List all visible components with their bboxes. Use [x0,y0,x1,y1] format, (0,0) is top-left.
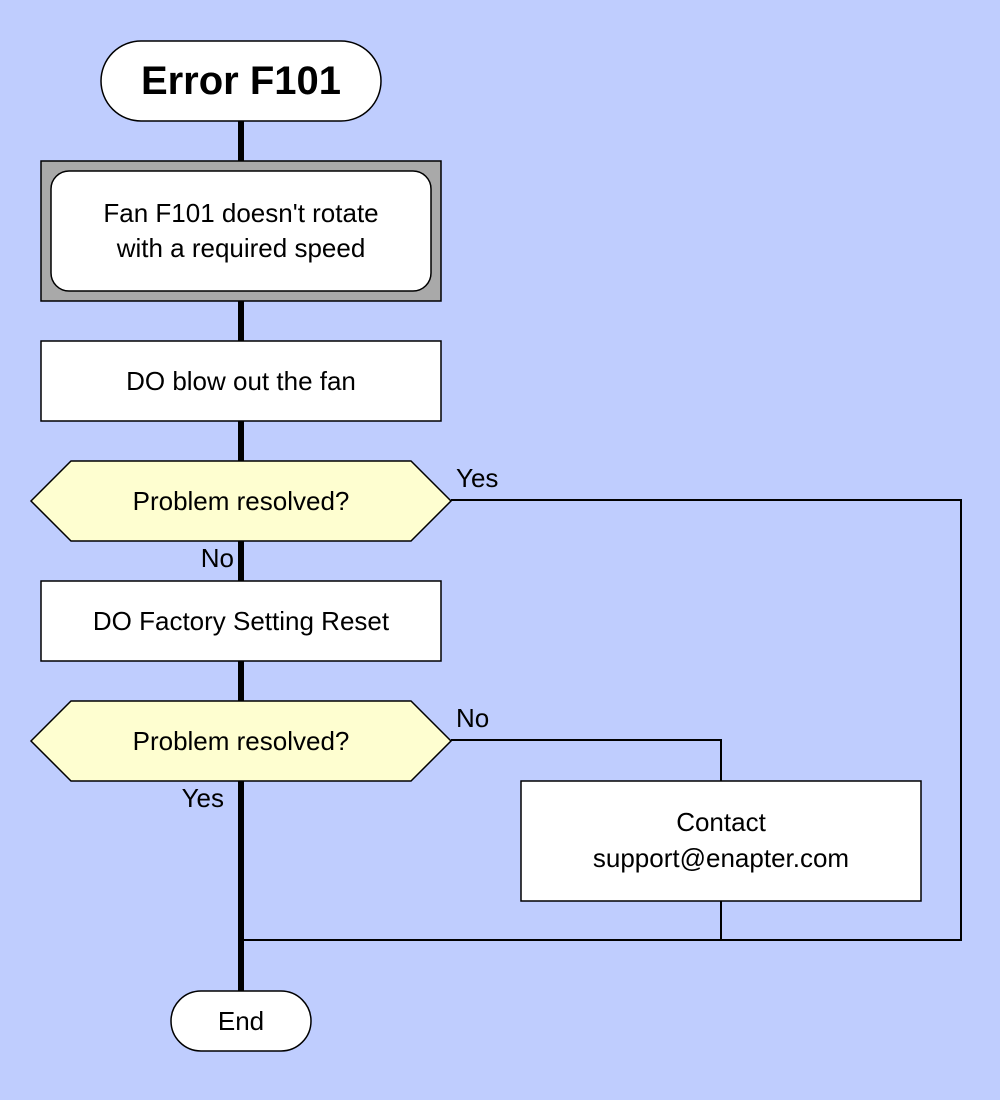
decision-2-yes-label: Yes [182,783,224,813]
decision-2-label: Problem resolved? [133,726,350,756]
contact-support-box: Contact support@enapter.com [520,780,922,902]
end-terminator: End [170,990,312,1052]
no-branch-line [451,739,722,781]
issue-line-2: with a required speed [116,233,366,263]
decision-1-label: Problem resolved? [133,486,350,516]
step-blow-out-fan-label: DO blow out the fan [126,366,356,396]
decision-2: Problem resolved? No Yes [29,700,489,813]
end-label: End [218,1006,264,1036]
decision-1: Problem resolved? Yes No [29,460,498,573]
decision-2-no-label: No [456,703,489,733]
start-label: Error F101 [141,59,341,103]
contact-line-1: Contact [676,807,766,837]
contact-line-2: support@enapter.com [593,843,849,873]
step-blow-out-fan: DO blow out the fan [40,340,442,422]
issue-box: Fan F101 doesn't rotate with a required … [40,160,442,302]
decision-1-no-label: No [201,543,234,573]
start-terminator: Error F101 [100,40,382,122]
step-factory-reset-label: DO Factory Setting Reset [93,606,390,636]
yes-branch-line [241,499,962,941]
step-factory-reset: DO Factory Setting Reset [40,580,442,662]
decision-1-yes-label: Yes [456,463,498,493]
issue-line-1: Fan F101 doesn't rotate [103,198,378,228]
